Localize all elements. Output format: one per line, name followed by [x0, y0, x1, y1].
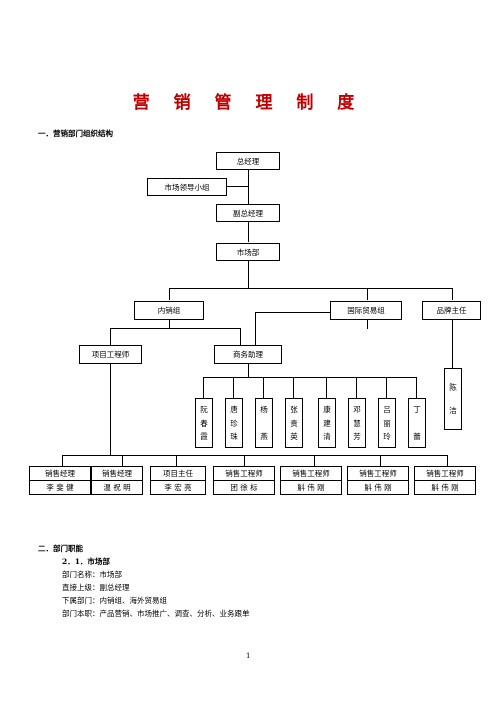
box-sales-staff: 项目主任 李 宏 亮: [150, 466, 206, 495]
box-brand-director: 品牌主任: [422, 301, 481, 320]
assistant-name-char: [416, 419, 418, 428]
assistant-name-char: 清: [323, 432, 331, 442]
sub-departments-line: 下属部门：内销组、海外贸易组: [62, 596, 167, 605]
assistant-name-char: 慧: [353, 418, 361, 428]
staff-name: 温 祝 明: [92, 480, 142, 494]
assistant-name-char: [263, 419, 265, 428]
dept-name-line: 部门名称：市场部: [62, 570, 122, 579]
box-sales-staff: 销售工程师 团 徐 标: [213, 466, 275, 495]
box-brand-person: 陈 洁: [444, 368, 462, 430]
assistant-name-char: 珠: [230, 432, 238, 442]
box-assistant-person: 吕 丽 玲: [378, 398, 396, 448]
staff-role: 销售工程师: [426, 469, 464, 478]
box-assistant-person: 唐 珍 珠: [225, 398, 243, 448]
staff-name: 李 宏 亮: [151, 480, 205, 494]
assistant-name-char: 芳: [353, 432, 361, 442]
box-assistant-person: 阮 春 霞: [195, 398, 213, 448]
assistant-name-char: 建: [323, 418, 331, 428]
dept-duties-line: 部门本职：产品营销、市场推广、调查、分析、业务跟单: [62, 609, 250, 618]
box-international-trade-group: 国际贸易组: [330, 301, 402, 320]
page-title: 营 销 管 理 制 度: [132, 93, 364, 113]
box-deputy-general-manager: 副总经理: [216, 204, 280, 222]
staff-role: 销售工程师: [292, 469, 330, 478]
box-sales-staff: 销售经理 李 斐 健: [29, 466, 91, 495]
assistant-name-char: 珍: [230, 418, 238, 428]
brand-person-char: 洁: [449, 405, 457, 415]
box-sales-staff: 销售工程师 斛 伟 刚: [414, 466, 476, 495]
box-sales-staff: 销售经理 温 祝 明: [91, 466, 143, 495]
assistant-name-char: 玲: [383, 432, 391, 442]
page-number: 1: [246, 652, 251, 660]
box-assistant-person: 康 建 清: [318, 398, 336, 448]
assistant-name-char: 张: [290, 404, 298, 414]
box-general-manager: 总经理: [216, 152, 280, 170]
box-sales-staff: 销售工程师 斛 伟 刚: [347, 466, 409, 495]
box-assistant-person: 丁 蕾: [408, 398, 426, 448]
staff-role: 销售工程师: [359, 469, 397, 478]
assistant-name-char: 丽: [383, 418, 391, 428]
box-marketing-department: 市场部: [216, 243, 280, 261]
staff-name: 斛 伟 刚: [415, 480, 475, 494]
box-assistant-person: 杨 燕: [255, 398, 273, 448]
assistant-name-char: 春: [200, 418, 208, 428]
staff-name: 团 徐 标: [214, 480, 274, 494]
staff-role: 销售经理: [102, 469, 132, 478]
assistant-name-char: 吕: [383, 404, 391, 414]
brand-person-char: 陈: [449, 383, 457, 393]
assistant-name-char: 燕: [260, 431, 268, 441]
staff-role: 项目主任: [163, 469, 193, 478]
box-assistant-person: 张 贵 英: [285, 398, 303, 448]
assistant-name-char: 丁: [413, 405, 421, 415]
section-heading-dept-functions: 二．部门职能: [38, 544, 83, 553]
assistant-name-char: 杨: [260, 405, 268, 415]
assistant-name-char: 阮: [200, 404, 208, 414]
staff-name: 斛 伟 刚: [281, 480, 341, 494]
assistant-name-char: 霞: [200, 432, 208, 442]
staff-name: 斛 伟 刚: [348, 480, 408, 494]
assistant-name-char: 贵: [290, 418, 298, 428]
box-market-leadership-group: 市场领导小组: [147, 178, 227, 196]
box-sales-staff: 销售工程师 斛 伟 刚: [280, 466, 342, 495]
staff-role: 销售工程师: [225, 469, 263, 478]
assistant-name-char: 唐: [230, 404, 238, 414]
staff-name: 李 斐 健: [30, 480, 90, 494]
direct-superior-line: 直接上级：副总经理: [62, 583, 130, 592]
section-heading-org-structure: 一．营销部门组织结构: [38, 129, 113, 138]
assistant-name-char: 蕾: [413, 431, 421, 441]
box-business-assistant: 商务助理: [214, 345, 282, 364]
box-project-engineer: 项目工程师: [79, 345, 142, 364]
assistant-name-char: 邓: [353, 404, 361, 414]
staff-role: 销售经理: [45, 469, 75, 478]
assistant-name-char: 英: [290, 432, 298, 442]
box-domestic-sales-group: 内销组: [134, 301, 204, 320]
subsection-heading-marketing: 2．1．市场部: [62, 557, 110, 566]
box-assistant-person: 邓 慧 芳: [348, 398, 366, 448]
assistant-name-char: 康: [323, 404, 331, 414]
